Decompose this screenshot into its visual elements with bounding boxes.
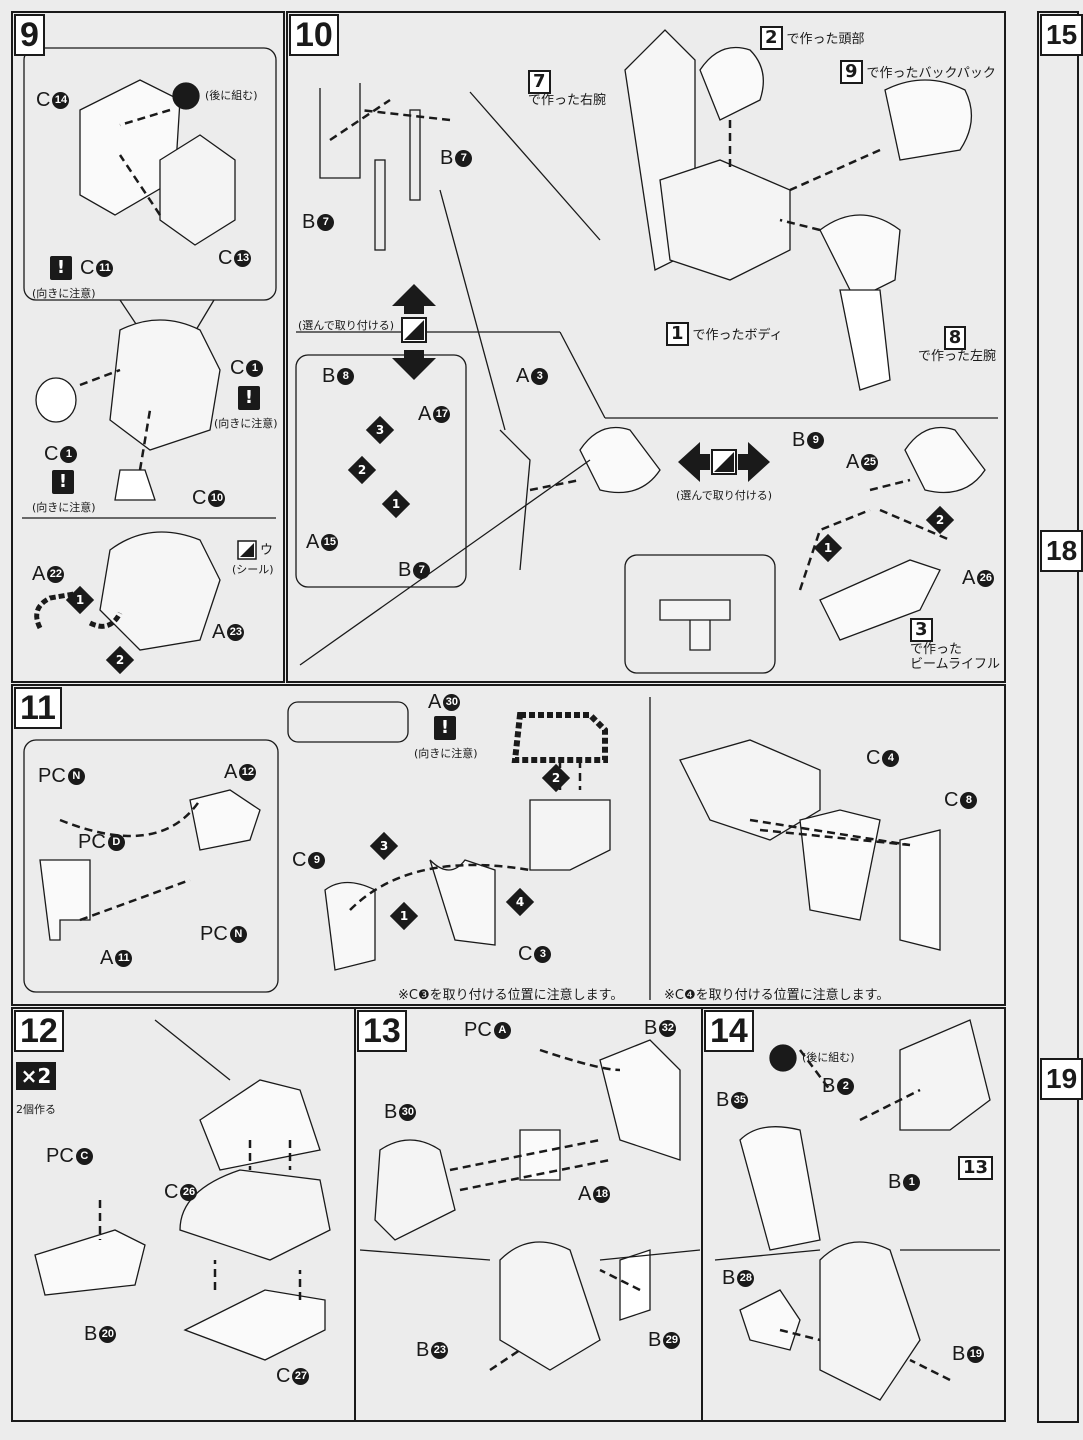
make-two-badge: ×2	[16, 1062, 56, 1090]
order-marker-1: 1	[381, 489, 411, 519]
sticker-label: ウ	[260, 543, 274, 558]
step-number-11: 11	[14, 687, 62, 729]
order-marker-1: 1	[813, 533, 843, 563]
later-note: (後に組む)	[802, 1051, 855, 1064]
order-marker-2: 2	[541, 763, 571, 793]
order-marker-1: 1	[389, 901, 419, 931]
order-marker-3: 3	[369, 831, 399, 861]
orientation-note: (向きに注意)	[214, 417, 278, 430]
step-number-15: 15	[1040, 14, 1083, 56]
orientation-note: (向きに注意)	[32, 287, 96, 300]
caution-icon: !	[238, 386, 260, 410]
order-marker-4: 4	[505, 887, 535, 917]
placement-note-c3: ※C❸を取り付ける位置に注意します。	[398, 988, 624, 1003]
choose-note: (選んで取り付ける)	[676, 489, 773, 502]
ref-step-13: 13	[958, 1156, 997, 1180]
order-marker-2: 2	[925, 505, 955, 535]
step-number-18: 18	[1040, 530, 1083, 572]
step-number-13: 13	[357, 1010, 407, 1052]
step-number-14: 14	[704, 1010, 754, 1052]
sticker-note: (シール)	[232, 563, 274, 576]
step-number-19: 19	[1040, 1058, 1083, 1100]
panel-9	[11, 11, 285, 683]
order-marker-2: 2	[105, 645, 135, 675]
panel-10	[286, 11, 1006, 683]
panel-right-edge	[1037, 11, 1079, 1423]
caution-icon: !	[52, 470, 74, 494]
choose-arrows	[237, 284, 770, 560]
later-note: (後に組む)	[205, 89, 258, 102]
panel-14	[701, 1007, 1006, 1422]
orientation-note: (向きに注意)	[414, 747, 478, 760]
make-two-note: 2個作る	[16, 1103, 56, 1116]
order-marker-3: 3	[365, 415, 395, 445]
caution-icon: !	[50, 256, 72, 280]
choose-note: (選んで取り付ける)	[298, 319, 395, 332]
order-marker-1: 1	[65, 585, 95, 615]
caution-icon: !	[434, 716, 456, 740]
placement-note-c4: ※C❹を取り付ける位置に注意します。	[664, 988, 890, 1003]
step-number-12: 12	[14, 1010, 64, 1052]
order-marker-2: 2	[347, 455, 377, 485]
step-number-10: 10	[289, 14, 339, 56]
panel-11	[11, 684, 1006, 1006]
orientation-note: (向きに注意)	[32, 501, 96, 514]
step-number-9: 9	[14, 14, 45, 56]
